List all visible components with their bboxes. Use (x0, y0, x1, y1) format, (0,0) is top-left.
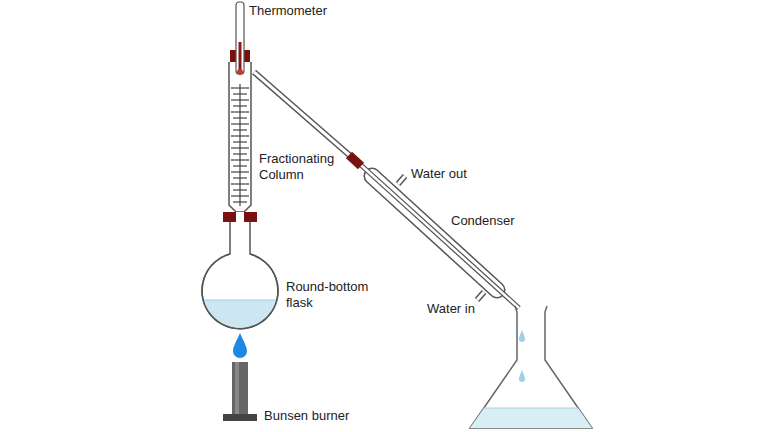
thermometer (236, 2, 244, 75)
column-packing (239, 84, 240, 206)
flask-label: Round-bottom flask (286, 279, 376, 311)
condenser (352, 157, 519, 308)
droplet (519, 330, 525, 342)
column-label: Fractionating Column (259, 151, 349, 183)
erlenmeyer-flask (470, 306, 592, 428)
water-out-label: Water out (411, 166, 501, 182)
flame (233, 333, 247, 358)
water-in-label: Water in (427, 301, 517, 317)
droplet (519, 370, 525, 382)
burner-label: Bunsen burner (264, 408, 384, 424)
fractionating-column (223, 50, 257, 222)
joint (223, 212, 257, 222)
bunsen-burner (223, 333, 257, 421)
round-bottom-flask (195, 222, 285, 340)
condenser-label: Condenser (451, 213, 551, 229)
joint (349, 155, 361, 166)
thermometer-label: Thermometer (249, 3, 369, 19)
